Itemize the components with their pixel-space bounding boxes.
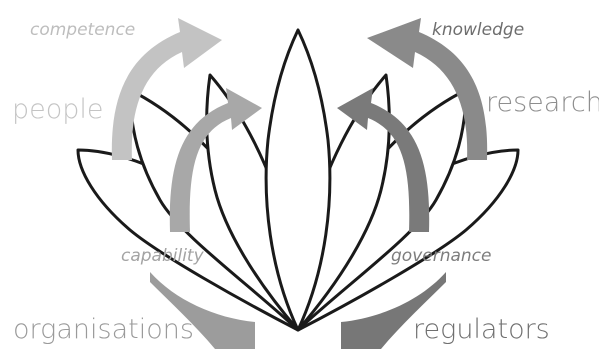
people-label: people bbox=[12, 94, 104, 125]
people-arrow bbox=[111, 18, 222, 160]
arrows bbox=[111, 18, 488, 232]
organisations-label: organisations bbox=[13, 314, 194, 345]
regulators-band bbox=[341, 272, 446, 349]
regulators-arrow bbox=[337, 88, 430, 232]
petal-center bbox=[264, 28, 332, 332]
lotus-petals bbox=[76, 28, 520, 332]
competence-label: competence bbox=[30, 20, 136, 40]
organisations-band bbox=[150, 272, 255, 349]
capability-label: capability bbox=[121, 246, 204, 266]
lotus-base-bands bbox=[150, 272, 446, 349]
governance-label: governance bbox=[391, 246, 492, 266]
research-arrow bbox=[367, 18, 488, 160]
research-label: research bbox=[486, 87, 599, 118]
knowledge-label: knowledge bbox=[432, 20, 525, 40]
organisations-arrow bbox=[169, 88, 262, 232]
regulators-label: regulators bbox=[413, 314, 550, 345]
